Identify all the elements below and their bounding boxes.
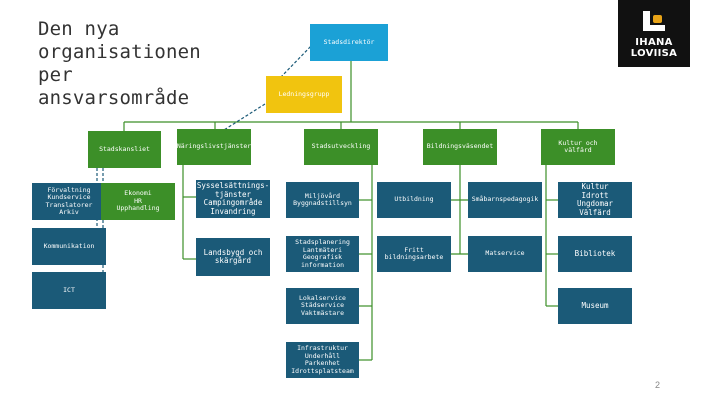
loviisa-logo: IHANA LOVIISA [618,0,690,67]
title-line-1: Den nya [38,18,120,40]
box-stadsutveckling: Stadsutveckling [304,129,378,165]
box-bildningsvasendet: Bildningsväsendet [423,129,497,165]
box-utbildning: Utbildning [377,182,451,218]
box-ict: ICT [32,272,106,309]
box-kommunikation: Kommunikation [32,228,106,265]
box-museum: Museum [558,288,632,324]
box-smabarnspedagogik: Småbarnspedagogik [468,182,542,218]
box-miljovard: Miljövård Byggnadstillsyn [286,182,359,218]
title-line-2: organisationen [38,41,201,63]
box-landsbygd: Landsbygd och skärgård [196,238,270,276]
slide-title: Den nya organisationen per ansvarsområde [38,18,268,110]
title-line-4: ansvarsområde [38,87,190,109]
box-matservice: Matservice [468,236,542,272]
box-kultur-och-valfard: Kultur och välfärd [541,129,615,165]
dashed-leadership-kansli [204,103,266,143]
box-naringslivstjanster: Näringslivstjänster [177,129,251,165]
box-ekonomi: Ekonomi HR Upphandling [101,183,175,220]
box-sysselsattningstjanster: Sysselsättnings- tjänster Campingområde … [196,180,270,218]
box-director: Stadsdirektör [310,24,388,61]
title-line-3: per [38,64,73,86]
box-stadsplanering: Stadsplanering Lantmäteri Geografisk inf… [286,236,359,272]
box-forvaltning: Förvaltning Kundservice Translatorer Ark… [32,183,106,220]
box-bibliotek: Bibliotek [558,236,632,272]
logo-text-line-1: IHANA [635,37,673,48]
logo-text-line-2: LOVIISA [630,48,678,59]
logo-mark-icon [641,11,667,33]
page-number: 2 [655,380,661,390]
dashed-director-leadership [279,42,315,79]
box-leadership: Ledningsgrupp [266,76,342,113]
box-lokalservice: Lokalservice Städservice Vaktmästare [286,288,359,324]
box-stadskansliet: Stadskansliet [88,131,161,168]
box-infrastruktur: Infrastruktur Underhåll Parkenhet Idrott… [286,342,359,378]
box-kultur-idrott: Kultur Idrott Ungdomar Välfärd [558,182,632,218]
box-fritt-bildningsarbete: Fritt bildningsarbete [377,236,451,272]
